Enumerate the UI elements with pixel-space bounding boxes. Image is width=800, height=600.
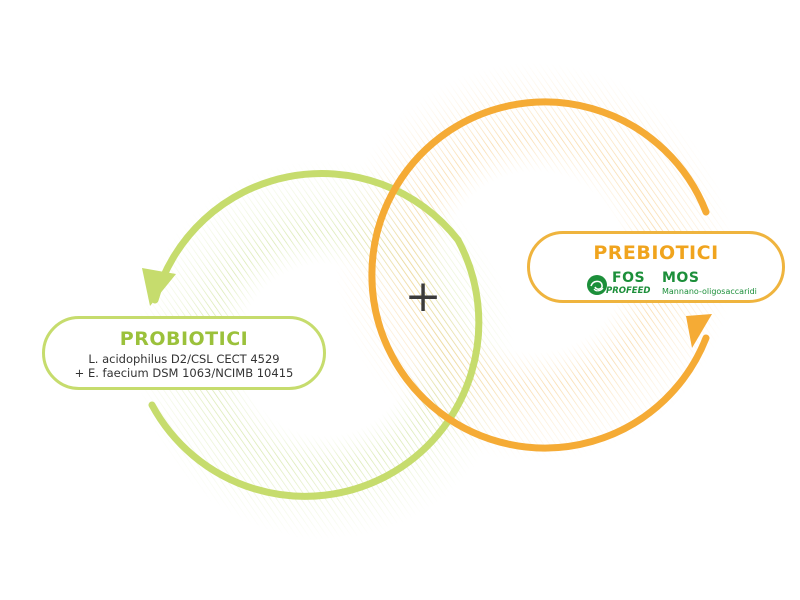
- probiotici-title: PROBIOTICI: [119, 328, 249, 350]
- prebiotici-label-box: PREBIOTICI FOS PROFEED MOS Mannano-oligo…: [527, 231, 785, 303]
- prebiotici-ingredients: FOS PROFEED MOS Mannano-oligosaccaridi: [530, 269, 782, 299]
- probiotici-strain-1: L. acidophilus D2/CSL CECT 4529: [88, 351, 280, 366]
- profeed-swirl-icon: [587, 274, 607, 295]
- probiotici-strain-2: + E. faecium DSM 1063/NCIMB 10415: [74, 366, 294, 381]
- orange-arrowhead-icon: [686, 314, 712, 348]
- green-cycle-arc-right: [148, 236, 483, 500]
- mos-description: Mannano-oligosaccaridi: [662, 286, 757, 296]
- probiotici-label-box: PROBIOTICI L. acidophilus D2/CSL CECT 45…: [42, 316, 326, 390]
- plus-sign: +: [404, 271, 442, 322]
- fos-profeed-logo: FOS PROFEED: [586, 269, 662, 299]
- mos-label: MOS: [662, 269, 700, 286]
- prebiotici-title: PREBIOTICI: [593, 242, 719, 264]
- fos-label: FOS: [612, 269, 646, 286]
- green-arrowhead-icon: [142, 268, 176, 306]
- green-cycle-arc-top: [151, 170, 462, 304]
- profeed-label: PROFEED: [606, 285, 651, 296]
- orange-cycle-arc-left: [368, 98, 710, 452]
- mos-label-block: MOS Mannano-oligosaccaridi: [662, 269, 772, 299]
